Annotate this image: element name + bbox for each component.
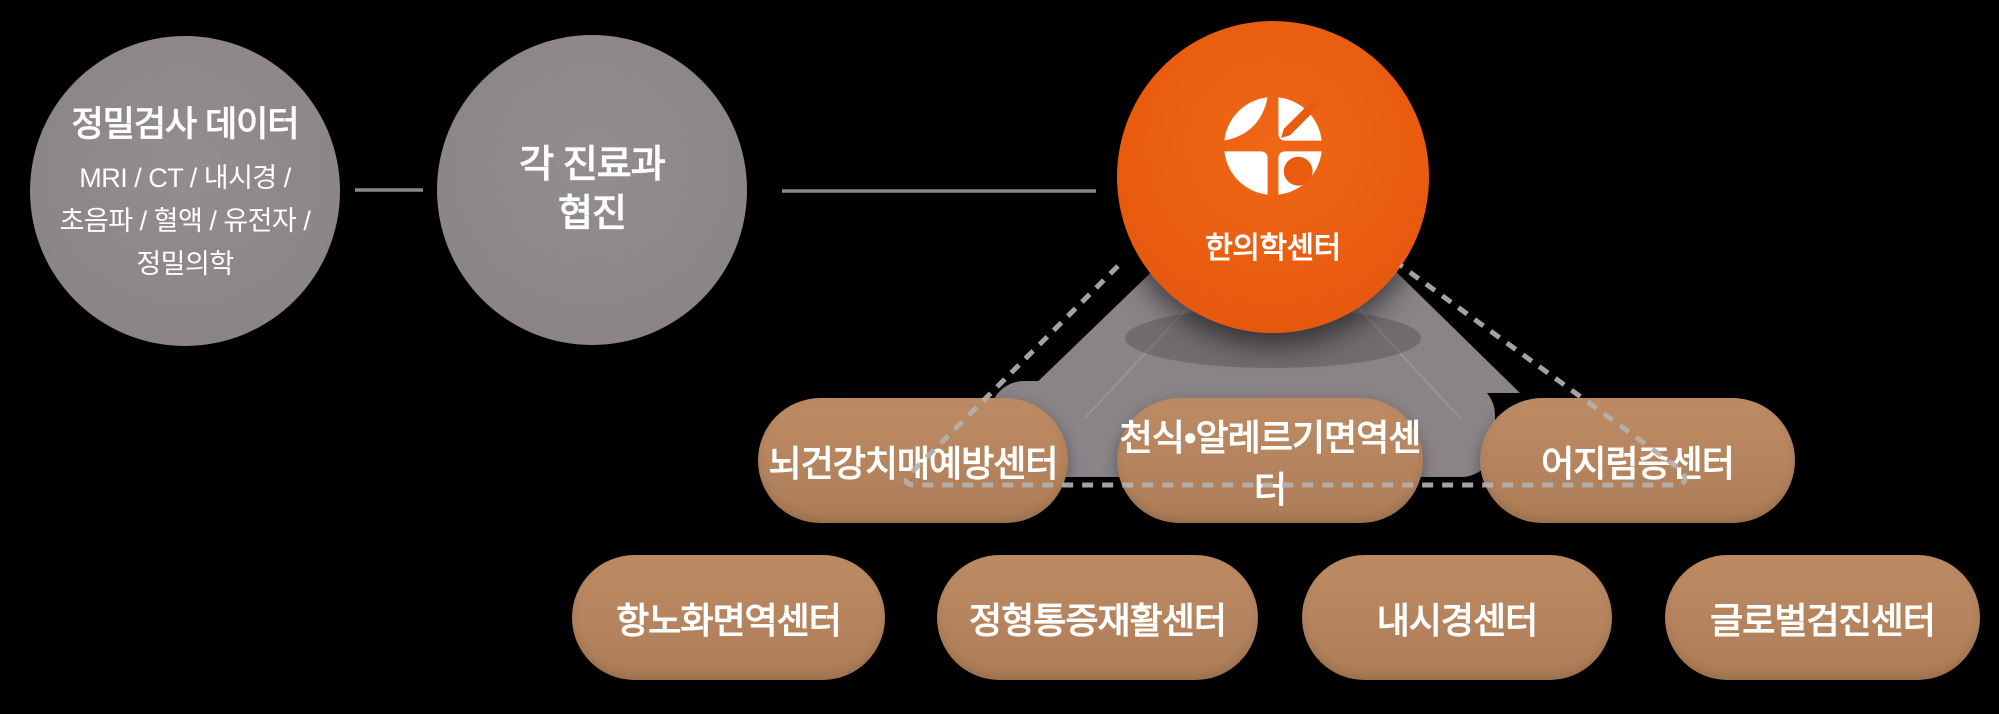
node-collaboration: 각 진료과 협진 xyxy=(437,35,747,345)
node-collaboration-line: 각 진료과 xyxy=(519,144,665,186)
node-exam-data: 정밀검사 데이터 MRI / CT / 내시경 / 초음파 / 혈액 / 유전자… xyxy=(30,36,340,346)
center-pill-dizziness: 어지럼증센터 xyxy=(1480,398,1795,523)
node-exam-data-line: 초음파 / 혈액 / 유전자 / xyxy=(59,206,311,236)
node-exam-data-title: 정밀검사 데이터 xyxy=(71,105,299,144)
center-pill-global-checkup: 글로벌검진센터 xyxy=(1665,555,1980,680)
node-kmedicine-hub: 한의학센터 xyxy=(1117,21,1429,333)
medical-center-logo-icon xyxy=(1224,97,1322,195)
node-collaboration-line: 협진 xyxy=(558,193,627,235)
node-exam-data-line: 정밀의학 xyxy=(136,249,234,279)
node-exam-data-line: MRI / CT / 내시경 / xyxy=(79,163,291,193)
center-pill-asthma-allergy: 천식•알레르기면역센터 xyxy=(1117,398,1423,523)
center-pill-brain-dementia: 뇌건강치매예방센터 xyxy=(758,398,1068,523)
center-pill-endoscopy: 내시경센터 xyxy=(1302,555,1612,680)
center-pill-antiaging-immunity: 항노화면역센터 xyxy=(572,555,885,680)
node-kmedicine-hub-label: 한의학센터 xyxy=(1205,232,1341,265)
center-pill-ortho-pain-rehab: 정형통증재활센터 xyxy=(937,555,1258,680)
